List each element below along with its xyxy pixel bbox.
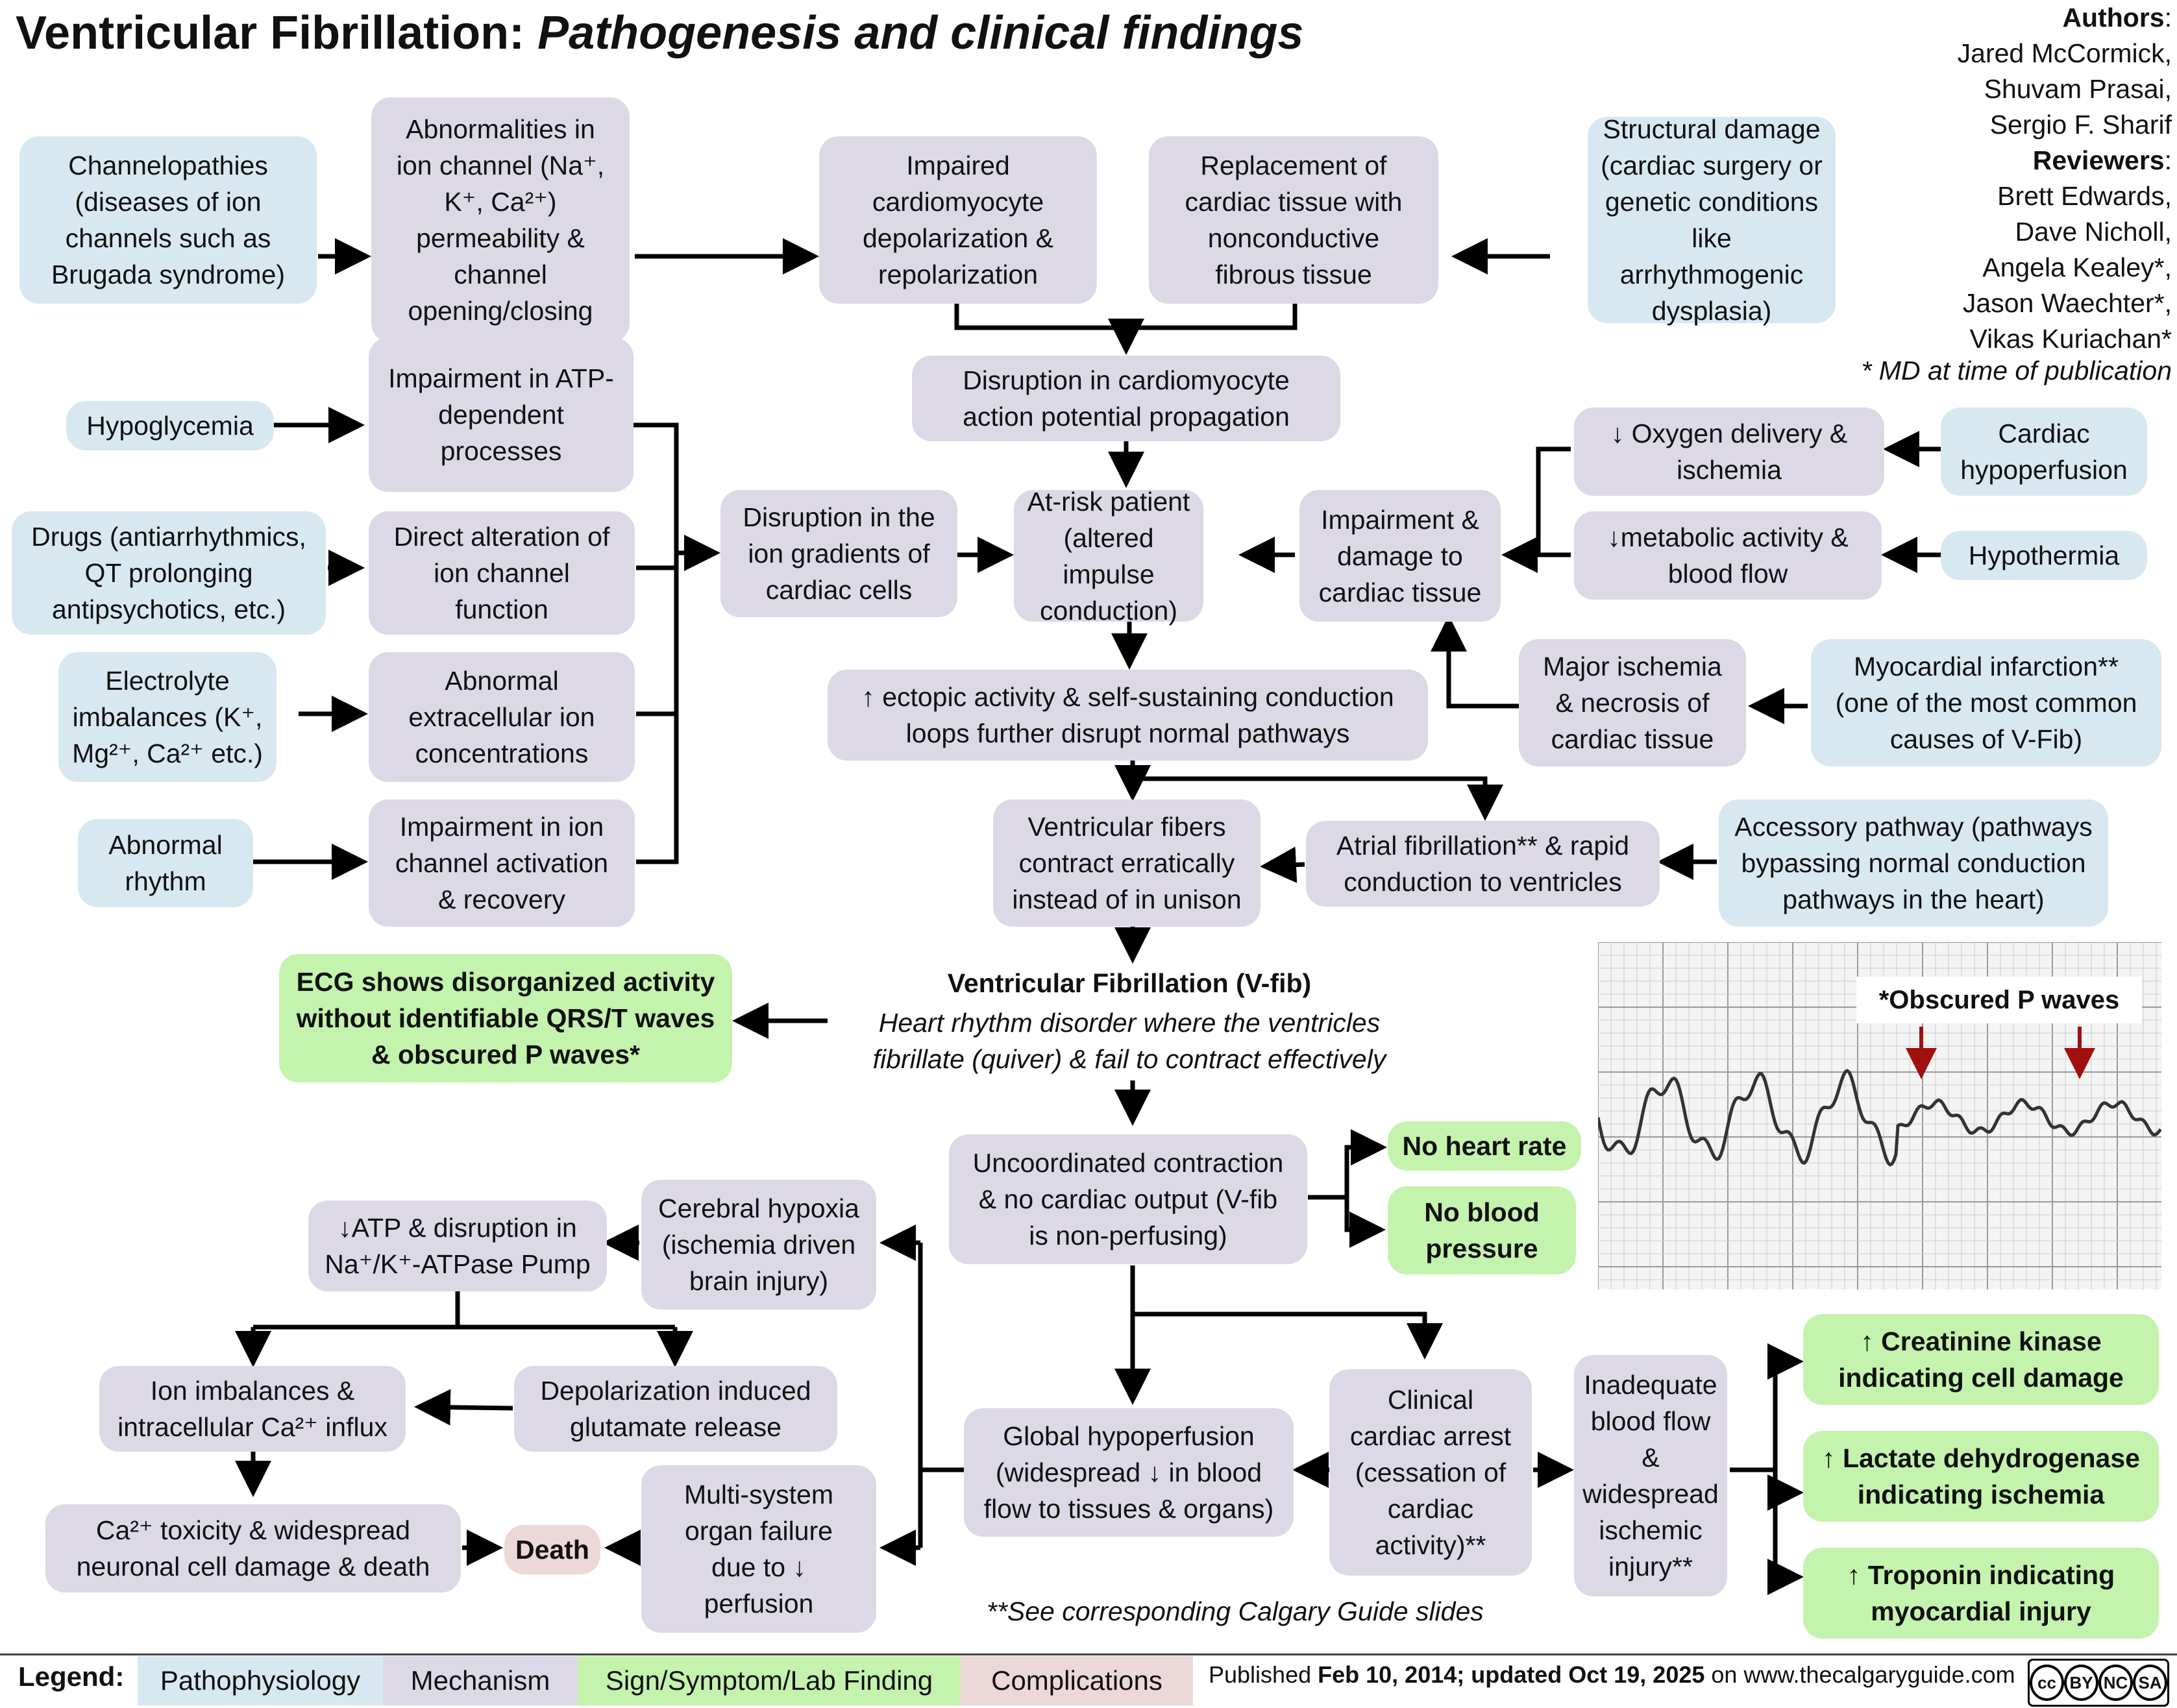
node-atp-pump: ↓ATP & disruption in Na⁺/K⁺-ATPase Pump [308,1201,607,1291]
node-cerebral-hypoxia: Cerebral hypoxia (ischemia driven brain … [641,1180,876,1310]
node-channelopathies: Channelopathies (diseases of ion channel… [19,136,317,304]
node-tissue-damage: Impairment & damage to cardiac tissue [1299,490,1501,622]
legend-complications: Complications [961,1656,1193,1705]
node-ion-channel-abnormalities: Abnormalities in ion channel (Na⁺, K⁺, C… [371,97,630,343]
ecg-obscured-p-label: *Obscured P waves [1856,977,2142,1023]
node-major-ischemia: Major ischemia & necrosis of cardiac tis… [1519,639,1746,766]
md-note: * MD at time of publication [1861,356,2172,385]
authors-heading: Authors [2062,3,2165,32]
reviewer-name: Dave Nicholl, [2015,217,2172,247]
node-ca-toxicity: Ca²⁺ toxicity & widespread neuronal cell… [45,1504,461,1592]
node-electrolytes: Electrolyte imbalances (K⁺, Mg²⁺, Ca²⁺ e… [58,652,277,782]
node-myocardial-infarction: Myocardial infarction** (one of the most… [1811,639,2161,766]
node-troponin: ↑ Troponin indicating myocardial injury [1803,1548,2159,1639]
node-no-heart-rate: No heart rate [1388,1121,1581,1171]
nc-icon: NC [2098,1665,2133,1701]
node-channel-activation: Impairment in ion channel activation & r… [369,799,635,927]
node-structural-damage: Structural damage (cardiac surgery or ge… [1588,114,1836,326]
node-ion-gradients: Disruption in the ion gradients of cardi… [720,490,957,617]
node-oxygen-delivery: ↓ Oxygen delivery & ischemia [1574,408,1884,496]
node-uncoordinated-contraction: Uncoordinated contraction & no cardiac o… [949,1134,1307,1264]
authors-block: Authors: Jared McCormick, Shuvam Prasai,… [1808,0,2172,357]
node-glutamate-release: Depolarization induced glutamate release [514,1366,837,1452]
legend-title: Legend: [18,1661,125,1692]
author-name: Jared McCormick, [1957,38,2172,68]
node-direct-alteration: Direct alteration of ion channel functio… [369,511,635,635]
node-cardiac-hypoperfusion: Cardiac hypoperfusion [1941,408,2147,496]
footnote: **See corresponding Calgary Guide slides [987,1596,1484,1626]
node-accessory-pathway: Accessory pathway (pathways bypassing no… [1719,799,2108,927]
node-lactate-dehydrogenase: ↑ Lactate dehydrogenase indicating ische… [1803,1431,2159,1522]
node-multi-organ-failure: Multi-system organ failure due to ↓ perf… [641,1465,876,1633]
node-drugs: Drugs (antiarrhythmics, QT prolonging an… [12,511,326,635]
vfib-title: Ventricular Fibrillation (V-fib) [947,968,1312,998]
vfib-description: Heart rhythm disorder where the ventricl… [872,1008,1386,1074]
node-hypothermia: Hypothermia [1941,531,2147,580]
creative-commons-license-icon: cc BY NC SA [2028,1659,2169,1707]
node-ap-propagation: Disruption in cardiomyocyte action poten… [912,356,1340,441]
node-inadequate-blood-flow: Inadequate blood flow & widespread ische… [1574,1355,1727,1596]
author-name: Shuvam Prasai, [1984,74,2172,104]
reviewer-name: Brett Edwards, [1997,181,2172,211]
page-title: Ventricular Fibrillation: Pathogenesis a… [16,6,1303,60]
published-info: Published Feb 10, 2014; updated Oct 19, … [1209,1661,2015,1688]
node-abnormal-rhythm: Abnormal rhythm [78,819,253,907]
node-metabolic-activity: ↓metabolic activity & blood flow [1574,511,1882,600]
title-subtitle: Pathogenesis and clinical findings [537,7,1304,59]
node-ectopic-activity: ↑ ectopic activity & self-sustaining con… [828,670,1428,761]
node-death: Death [504,1525,600,1574]
node-global-hypoperfusion: Global hypoperfusion (widespread ↓ in bl… [964,1408,1294,1537]
legend-pathophysiology: Pathophysiology [138,1656,383,1705]
reviewer-name: Angela Kealey*, [1982,252,2172,282]
legend-sign-symptom: Sign/Symptom/Lab Finding [578,1656,961,1705]
reviewer-name: Jason Waechter*, [1962,288,2172,318]
node-cardiac-arrest: Clinical cardiac arrest (cessation of ca… [1329,1369,1532,1576]
node-ion-imbalances: Ion imbalances & intracellular Ca²⁺ infl… [99,1366,406,1452]
node-at-risk-patient: At-risk patient (altered impulse conduct… [1014,487,1203,626]
node-ecg-finding: ECG shows disorganized activity without … [279,954,732,1082]
node-extracellular-concentrations: Abnormal extracellular ion concentration… [369,652,635,782]
node-atp-impairment: Impairment in ATP- dependent processes [369,337,633,492]
reviewers-heading: Reviewers [2032,145,2165,175]
node-fibrous-replacement: Replacement of cardiac tissue with nonco… [1149,136,1438,304]
by-icon: BY [2064,1665,2098,1701]
legend-bar [0,1653,2177,1708]
title-main: Ventricular Fibrillation: [16,7,525,59]
node-atrial-fibrillation: Atrial fibrillation** & rapid conduction… [1306,821,1660,907]
node-creatinine-kinase: ↑ Creatinine kinase indicating cell dama… [1803,1314,2159,1405]
reviewer-name: Vikas Kuriachan* [1969,324,2172,354]
legend-mechanism: Mechanism [383,1656,578,1705]
ecg-waveform [1596,1068,2162,1167]
author-name: Sergio F. Sharif [1989,110,2172,140]
cc-icon: cc [2030,1665,2064,1701]
node-no-blood-pressure: No blood pressure [1388,1186,1576,1275]
node-hypoglycemia: Hypoglycemia [66,401,274,450]
node-fibers-erratic: Ventricular fibers contract erratically … [993,799,1261,927]
sa-icon: SA [2133,1665,2167,1701]
node-impaired-depolarization: Impaired cardiomyocyte depolarization & … [819,136,1097,304]
